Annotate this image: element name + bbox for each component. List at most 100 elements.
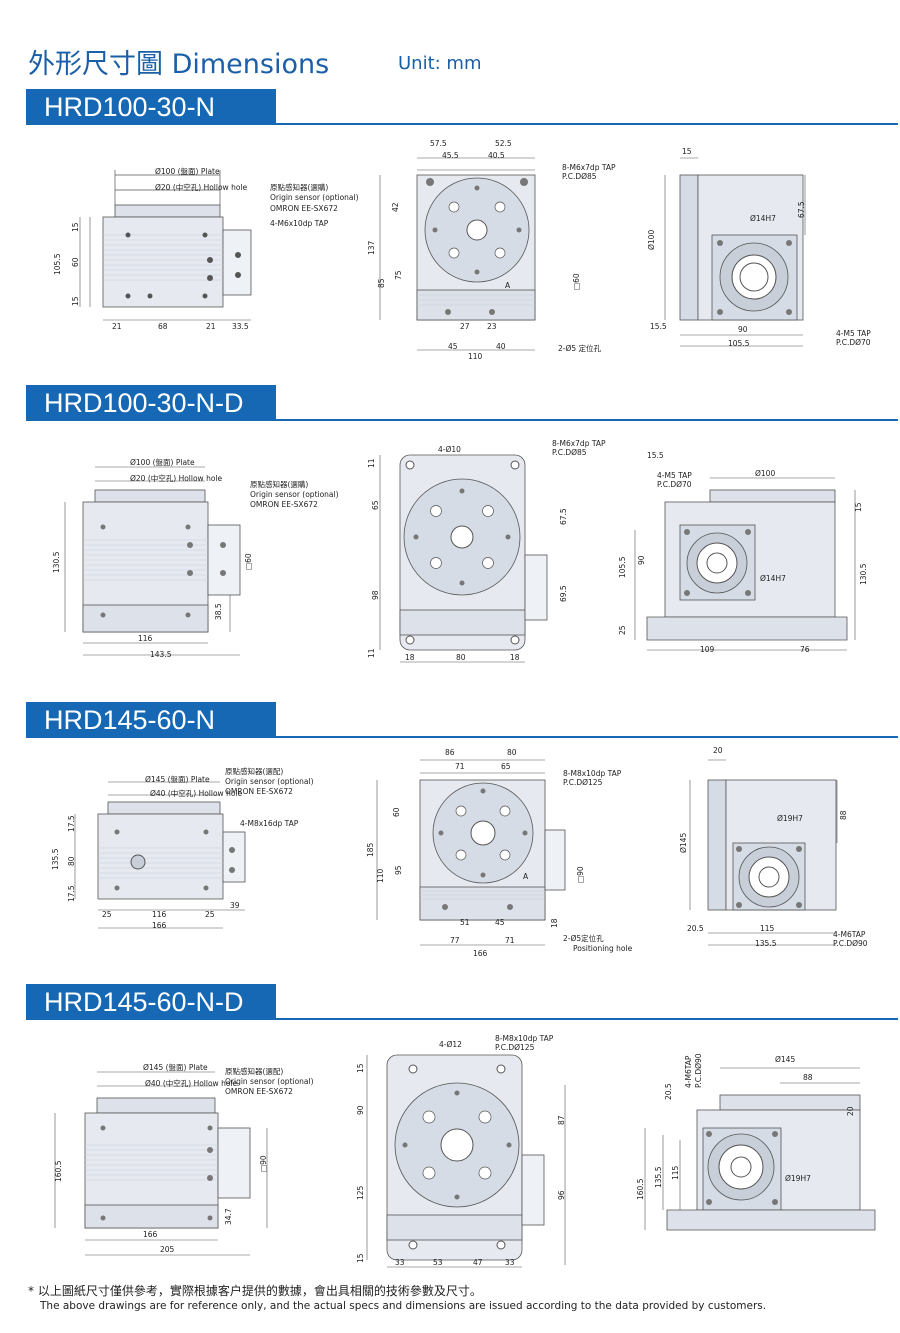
dim-label: 25: [102, 910, 112, 919]
section-title-hrd100-30-n: HRD100-30-N: [26, 89, 276, 125]
dim-label: 71: [505, 936, 515, 945]
dim-label: 185: [366, 842, 375, 857]
dim-label: 53: [433, 1258, 443, 1267]
dim-label: 65: [371, 500, 380, 510]
section-title-hrd100-30-n-d: HRD100-30-N-D: [26, 385, 276, 421]
dim-label: 76: [800, 645, 810, 654]
end-view-drawing: 4-M6TAP P.C.DØ90 Ø145 88 20.5 20 160.5 1…: [635, 1050, 890, 1240]
dim-label: 77: [450, 936, 460, 945]
end-tap-label: 4-M5 TAP: [836, 329, 871, 338]
dim-label: 88: [803, 1073, 813, 1082]
dim-label: 110: [376, 868, 385, 883]
dim-label: 21: [112, 322, 122, 331]
positioning-hole-label-en: Positioning hole: [573, 944, 633, 953]
dim-label: 160.5: [54, 1160, 63, 1182]
dim-label: 67.5: [797, 201, 806, 218]
plate-diameter-label: Ø145 (盤面) Plate: [145, 775, 210, 784]
dim-label: Ø100: [647, 229, 656, 250]
sensor-model-label: OMRON EE-SX672: [250, 500, 318, 509]
page-title: 外形尺寸圖 Dimensions: [28, 49, 330, 80]
dim-label: 96: [557, 1190, 566, 1200]
positioning-hole-label-zh: 2-Ø5定位孔: [563, 934, 604, 943]
dim-label: 42: [391, 202, 400, 212]
unit-label: Unit: mm: [398, 53, 482, 74]
dim-label: 21: [206, 322, 216, 331]
bore-tolerance-label: Ø19H7: [785, 1174, 811, 1183]
side-view-drawing: Ø100 (盤面) Plate Ø20 (中空孔) Hollow hole 原點…: [53, 160, 359, 331]
dim-label: 23: [487, 322, 497, 331]
top-tap-pcd-label: P.C.DØ85: [552, 448, 587, 457]
dim-label: 39: [230, 901, 240, 910]
dim-label: 166: [143, 1230, 158, 1239]
side-view-drawing: Ø145 (盤面) Plate Ø40 (中空孔) Hollow hole 原點…: [45, 1060, 335, 1265]
dim-label: 166: [473, 949, 488, 958]
dim-label: 90: [356, 1105, 365, 1115]
dim-label: 143.5: [150, 650, 172, 659]
dim-label: 88: [839, 810, 848, 820]
dim-label: 116: [138, 634, 153, 643]
dim-label: 75: [394, 270, 403, 280]
dim-label: A: [505, 281, 511, 290]
end-tap-label: 4-M6TAP: [833, 930, 866, 939]
dim-label: 105.5: [53, 253, 62, 275]
positioning-hole-label: 2-Ø5 定位孔: [558, 344, 602, 353]
end-tap-pcd-label: P.C.DØ70: [657, 480, 692, 489]
dim-label: 135.5: [654, 1166, 663, 1188]
end-view-drawing: 20 Ø145 88 Ø19H7 20.5 115 135.5 4-M6TAP …: [665, 745, 895, 955]
end-tap-label: 4-M5 TAP: [657, 471, 692, 480]
dim-label: 45: [495, 918, 505, 927]
top-view-drawing: 86 80 71 65 8-M8x10dp TAP P.C.DØ125 60 1…: [365, 745, 640, 960]
side-view-drawing: Ø145 (盤面) Plate Ø40 (中空孔) Hollow hole 原點…: [50, 768, 330, 940]
dim-label: 130.5: [52, 551, 61, 573]
sensor-label-zh: 原點感知器(選購): [270, 183, 329, 192]
top-tap-label: 8-M6x7dp TAP: [552, 439, 606, 448]
plate-diameter-label: Ø100 (盤面) Plate: [130, 458, 195, 467]
dim-label: 51: [460, 918, 470, 927]
dim-label: 115: [760, 924, 775, 933]
dim-label: 45: [448, 342, 458, 351]
top-tap-label: 8-M8x10dp TAP: [495, 1034, 554, 1043]
dim-label: 20.5: [687, 924, 704, 933]
dim-label: 17.5: [67, 885, 76, 902]
sensor-label-en: Origin sensor (optional): [250, 490, 339, 499]
section-title-hrd145-60-n-d: HRD145-60-N-D: [26, 984, 276, 1020]
side-view-drawing: Ø100 (盤面) Plate Ø20 (中空孔) Hollow hole 原點…: [52, 455, 345, 665]
top-view-drawing: 4-Ø12 8-M8x10dp TAP P.C.DØ125 15 90 87 1…: [355, 1035, 605, 1275]
dim-label: 18: [405, 653, 415, 662]
dim-label: 52.5: [495, 139, 512, 148]
footer-note-zh: * 以上圖紙尺寸僅供參考，實際根據客户提供的數據，會出具相關的技術參數及尺寸。: [28, 1284, 482, 1298]
dim-label: 38.5: [214, 603, 223, 620]
dim-label: 137: [367, 240, 376, 255]
hollow-hole-label: Ø40 (中空孔) Hollow hole: [145, 1079, 238, 1088]
top-tap-pcd-label: P.C.DØ85: [562, 172, 597, 181]
dim-label: 15: [356, 1253, 365, 1263]
dim-label: 34.7: [224, 1208, 233, 1225]
end-tap-pcd-label: P.C.DØ90: [833, 939, 868, 948]
dim-label: 15: [854, 502, 863, 512]
hole-count-label: 4-Ø10: [438, 445, 461, 454]
dim-label: 130.5: [859, 563, 868, 585]
sensor-label-en: Origin sensor (optional): [225, 1077, 314, 1086]
hollow-hole-label: Ø20 (中空孔) Hollow hole: [130, 474, 223, 483]
end-tap-label: 4-M6TAP: [684, 1055, 693, 1088]
dim-label: 27: [460, 322, 470, 331]
bore-tolerance-label: Ø14H7: [750, 214, 776, 223]
dim-label: 57.5: [430, 139, 447, 148]
dim-label: 135.5: [755, 939, 777, 948]
bore-tolerance-label: Ø14H7: [760, 574, 786, 583]
dim-label: 45.5: [442, 151, 459, 160]
dim-label: A: [523, 872, 529, 881]
dim-label: 17.5: [67, 815, 76, 832]
hollow-hole-label: Ø40 (中空孔) Hollow hole: [150, 789, 243, 798]
dim-label: 60: [71, 257, 80, 267]
dim-label: 40.5: [488, 151, 505, 160]
dim-label: 18: [510, 653, 520, 662]
dim-label: 69.5: [559, 585, 568, 602]
section-divider: [26, 1018, 898, 1020]
dim-label: 80: [67, 856, 76, 866]
dim-label: 87: [557, 1115, 566, 1125]
section-divider: [26, 419, 898, 421]
dim-label: 60: [392, 807, 401, 817]
dim-label: 15: [71, 296, 80, 306]
dim-label: □60: [572, 273, 581, 290]
